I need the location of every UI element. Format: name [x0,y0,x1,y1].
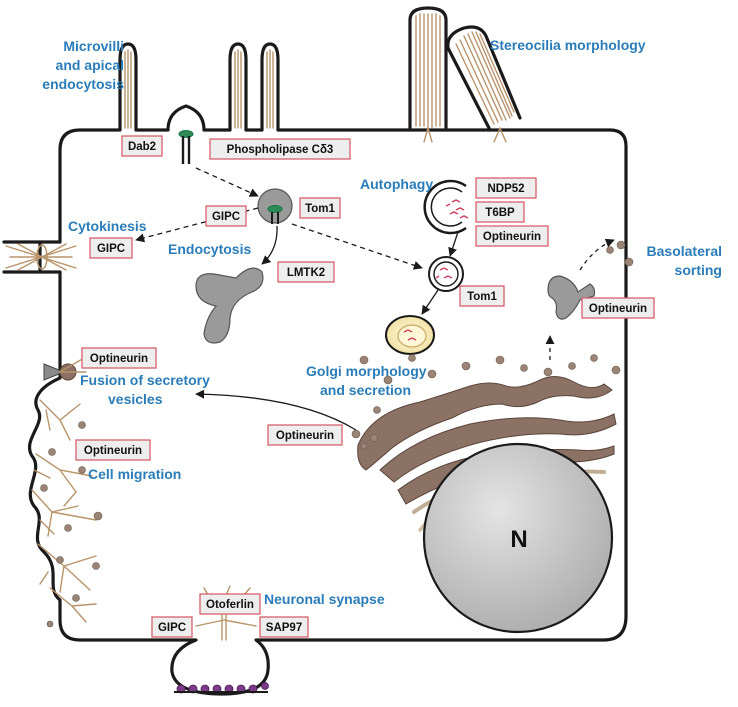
protein-phospholipase: Phospholipase Cδ3 [209,138,351,160]
protein-gipc-lower-text: GIPC [97,243,125,255]
protein-ndp52-text: NDP52 [487,183,524,195]
protein-tom1-upper-text: Tom1 [305,203,335,215]
label-golgi-2: and secretion [320,382,411,398]
label-stereocilia: Stereocilia morphology [490,37,646,53]
protein-optineurin-basolateral: Optineurin [581,297,655,319]
protein-optineurin-fusion: Optineurin [81,347,157,369]
protein-sap97: SAP97 [259,616,309,638]
endosome [257,188,293,224]
protein-tom1-lower-text: Tom1 [467,291,497,303]
label-endocytosis: Endocytosis [168,241,251,257]
nucleus-label: N [510,526,527,553]
protein-optineurin-autophagy-text: Optineurin [483,231,541,243]
protein-t6bp: T6BP [475,201,525,223]
protein-gipc-upper: GIPC [205,205,247,227]
protein-optineurin-golgi-text: Optineurin [276,430,334,442]
apical-endocytic-pit [178,130,194,164]
microvilli-actin [124,49,274,129]
nucleus: N [422,442,614,634]
protein-lmtk2-text: LMTK2 [287,267,325,279]
lamellipodia-actin [31,399,97,623]
protein-lmtk2: LMTK2 [277,261,335,283]
protein-t6bp-text: T6BP [485,207,515,219]
basolateral-carrier [547,240,634,320]
protein-tom1-lower: Tom1 [459,285,505,307]
protein-optineurin-migration: Optineurin [75,439,151,461]
label-microvilli-2: and apical [56,57,124,73]
label-fusion-2: vesicles [108,391,163,407]
label-golgi-1: Golgi morphology [306,363,427,379]
protein-optineurin-basolateral-text: Optineurin [589,303,647,315]
label-autophagy: Autophagy [360,176,433,192]
label-microvilli-1: Microvilli [63,38,124,54]
protein-optineurin-autophagy: Optineurin [475,225,549,247]
protein-ndp52: NDP52 [475,177,537,199]
stereocilia [408,6,522,143]
protein-optineurin-fusion-text: Optineurin [90,353,148,365]
protein-optineurin-migration-text: Optineurin [84,445,142,457]
migration-vesicles [40,421,103,628]
protein-otoferlin-text: Otoferlin [206,599,254,611]
label-neuronal-synapse: Neuronal synapse [264,591,385,607]
label-fusion-1: Fusion of secretory [80,372,210,388]
cell-membrane [28,42,628,696]
label-cell-migration: Cell migration [88,466,181,482]
protein-gipc-upper-text: GIPC [212,211,240,223]
label-basolateral-1: Basolateral [647,243,722,259]
protein-gipc-synapse-text: GIPC [158,622,186,634]
label-basolateral-2: sorting [675,262,722,278]
autophagosome [428,256,464,292]
protein-gipc-synapse: GIPC [151,616,193,638]
phagophore [423,179,469,235]
protein-sap97-text: SAP97 [266,622,302,634]
protein-dab2: Dab2 [121,135,163,157]
label-microvilli-3: endocytosis [42,76,124,92]
recycling-tubule [195,267,264,344]
protein-dab2-text: Dab2 [128,141,156,153]
autolysosome [385,315,435,355]
label-cytokinesis: Cytokinesis [68,218,147,234]
cytokinesis-bridge [2,240,77,274]
protein-tom1-upper: Tom1 [299,197,341,219]
secretory-vesicle [43,357,87,381]
protein-optineurin-golgi: Optineurin [267,424,343,446]
protein-otoferlin: Otoferlin [199,593,261,615]
golgi-vesicles [351,354,621,450]
protein-phospholipase-text: Phospholipase Cδ3 [227,144,334,156]
protein-gipc-lower: GIPC [89,237,133,259]
